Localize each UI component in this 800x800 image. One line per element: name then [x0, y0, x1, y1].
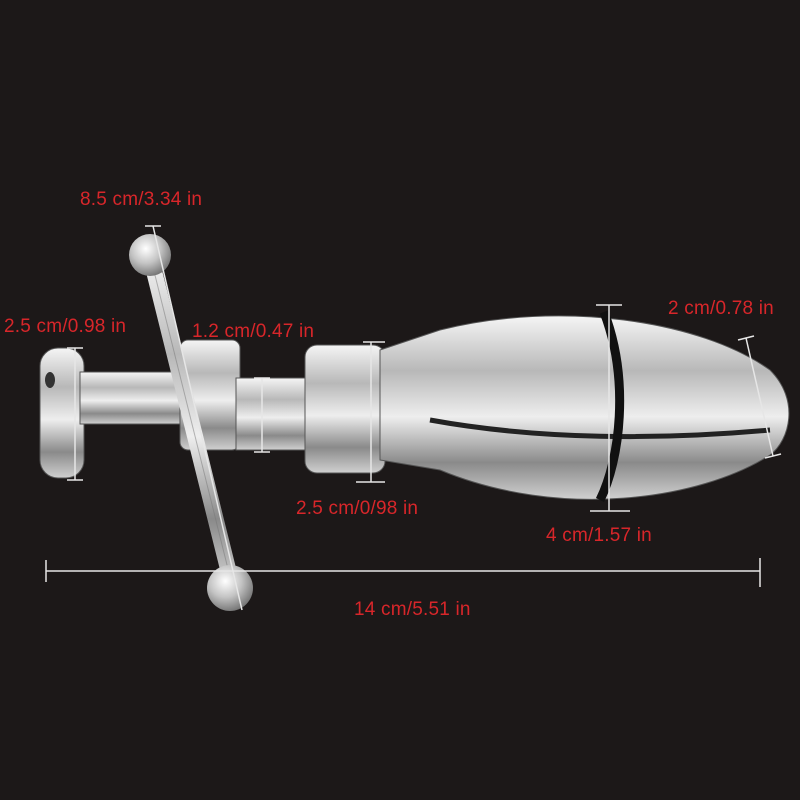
- collar: [304, 344, 386, 474]
- main-body: [379, 315, 790, 500]
- label-end-cap-diameter: 2.5 cm/0.98 in: [4, 316, 127, 337]
- label-collar-diameter: 2.5 cm/0/98 in: [296, 498, 419, 519]
- crossbar-ball-bottom: [207, 565, 253, 611]
- label-crossbar-length: 8.5 cm/3.34 in: [80, 189, 203, 210]
- label-tip-width: 2 cm/0.78 in: [668, 298, 774, 319]
- label-total-length: 14 cm/5.51 in: [354, 599, 471, 620]
- crossbar-ball-top: [129, 234, 171, 276]
- end-cap: [39, 347, 85, 479]
- label-body-diameter: 4 cm/1.57 in: [546, 525, 652, 546]
- shaft: [79, 371, 191, 425]
- neck: [235, 377, 313, 451]
- label-neck-diameter: 1.2 cm/0.47 in: [192, 321, 315, 342]
- measurement-lines: [45, 225, 782, 611]
